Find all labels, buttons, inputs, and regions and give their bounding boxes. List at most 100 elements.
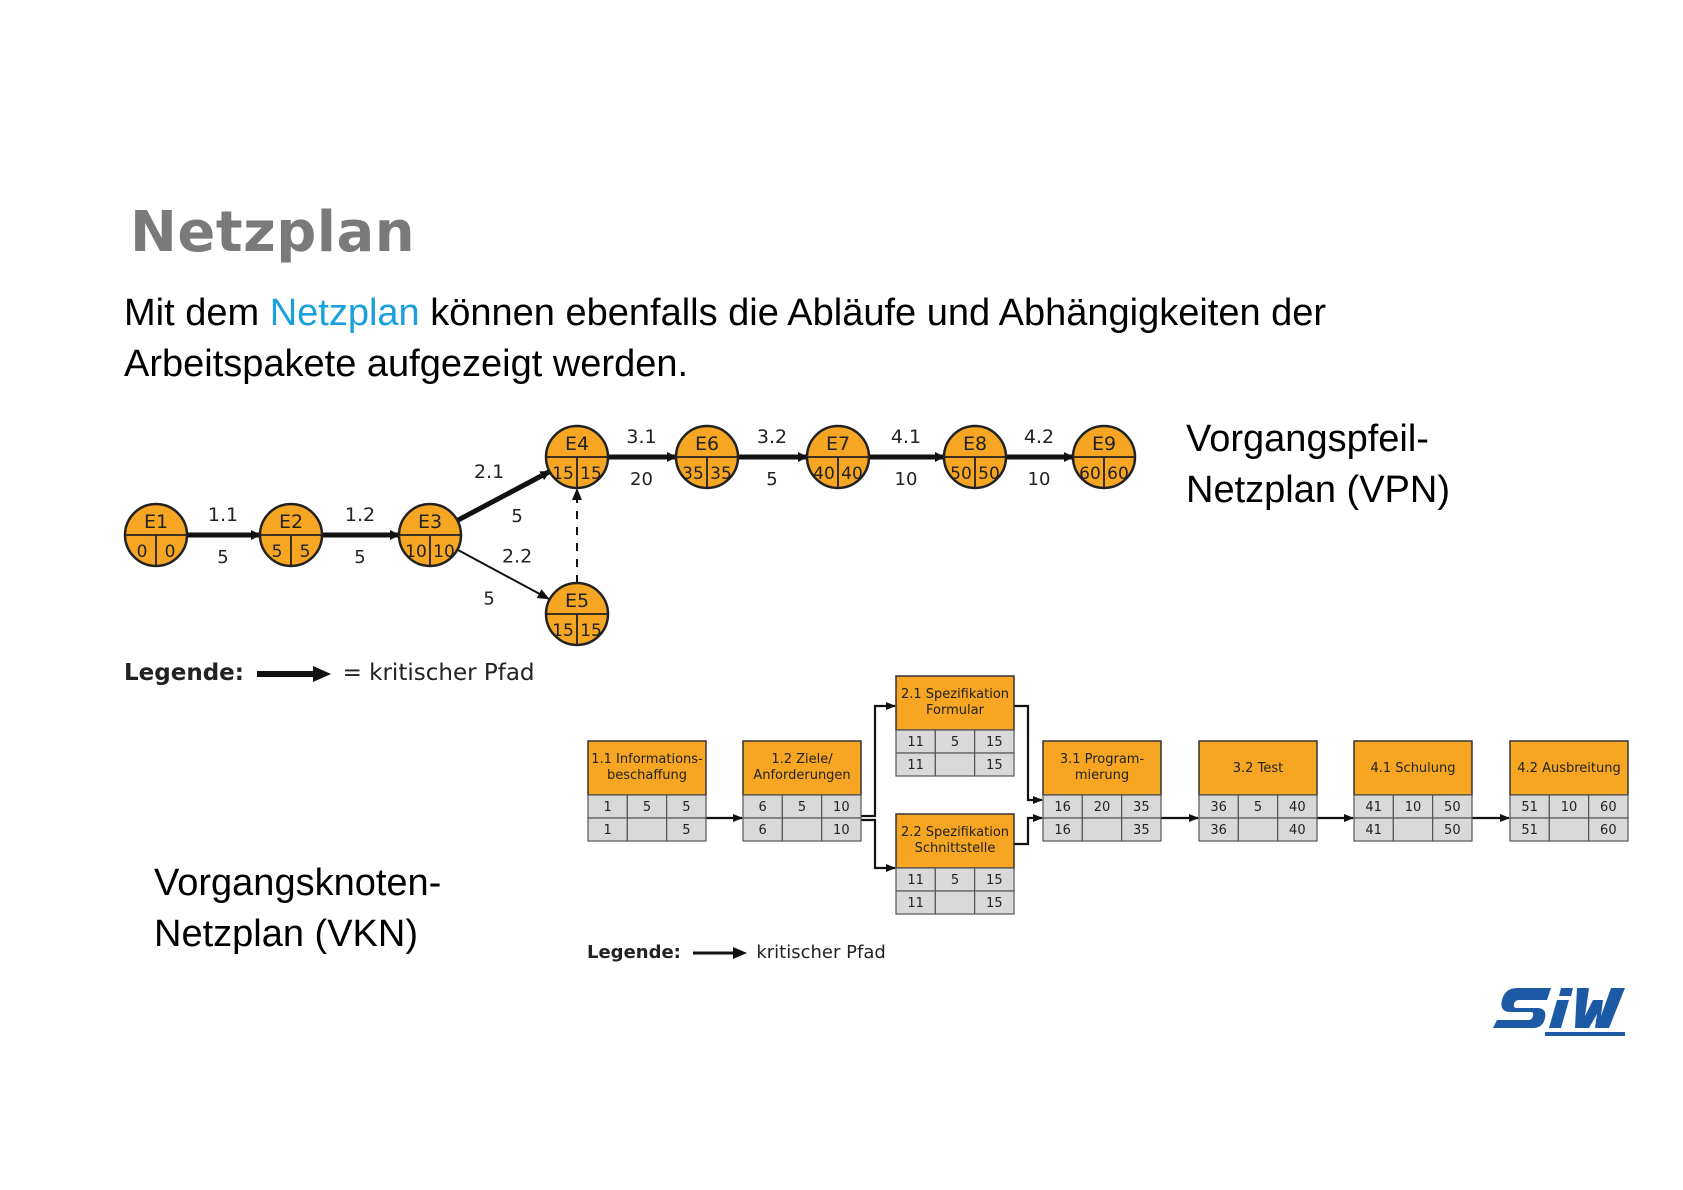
vpn-event-name: E3	[418, 511, 442, 533]
intro-after: können ebenfalls die Abläufe und Abhängi…	[124, 292, 1327, 385]
vpn-event-latest: 15	[580, 621, 602, 641]
vkn-connection-arrow	[861, 702, 896, 818]
vkn-node-cell-value: 5	[643, 800, 651, 815]
vkn-node-cell-value: 15	[986, 758, 1003, 773]
vkn-node-header	[587, 740, 707, 796]
vkn-connection-arrow	[1014, 814, 1043, 846]
vkn-label-line1: Vorgangsknoten-	[154, 862, 442, 904]
vpn-event-earliest: 10	[405, 542, 427, 562]
vkn-node-cell	[974, 752, 1015, 777]
vkn-node-cell-value: 10	[833, 800, 850, 815]
vpn-label: Vorgangspfeil- Netzplan (VPN)	[1186, 414, 1450, 516]
vkn-legend-label: Legende:	[587, 942, 681, 963]
vkn-node-title: 4.2 Ausbreitung	[1517, 761, 1620, 776]
vpn-event-earliest: 50	[950, 464, 972, 484]
vpn-activity-duration: 5	[217, 547, 228, 568]
vpn-event-latest: 5	[300, 542, 311, 562]
vpn-event-earliest: 15	[552, 621, 574, 641]
vkn-node-title: 2.1 Spezifikation	[901, 687, 1009, 702]
vkn-node-cell-value: 11	[907, 735, 924, 750]
vkn-legend: Legende: kritischer Pfad	[587, 942, 886, 963]
vkn-node-cell	[1392, 817, 1434, 842]
vkn-node-cell-value: 36	[1210, 823, 1227, 838]
vkn-node-cell-value: 1	[604, 800, 612, 815]
vkn-node-cell	[1588, 817, 1629, 842]
intro-before: Mit dem	[124, 292, 270, 334]
vpn-activity-duration: 5	[483, 588, 494, 609]
vpn-activity-name: 1.2	[345, 504, 375, 526]
vkn-node-title: mierung	[1075, 768, 1129, 783]
vpn-activity-duration: 10	[895, 469, 918, 490]
vpn-activity-name: 3.1	[626, 426, 656, 448]
vpn-event-E9: E9 60 60	[1071, 424, 1137, 490]
vkn-node-cell-value: 50	[1444, 823, 1461, 838]
vkn-node-cell	[626, 817, 668, 842]
vkn-node-cell-value: 11	[907, 758, 924, 773]
vkn-node-title: 3.2 Test	[1233, 761, 1283, 776]
vkn-node-cell	[934, 890, 976, 915]
vpn-activity-duration: 10	[1028, 469, 1051, 490]
vkn-node-cell-value: 15	[986, 896, 1003, 911]
vpn-event-name: E9	[1092, 433, 1116, 455]
vkn-node-cell	[666, 817, 707, 842]
vpn-label-line1: Vorgangspfeil-	[1186, 418, 1429, 460]
vpn-label-line2: Netzplan (VPN)	[1186, 469, 1450, 511]
vkn-node-title: 1.1 Informations-	[591, 752, 703, 767]
vkn-node-cell	[781, 817, 823, 842]
vpn-event-earliest: 5	[272, 542, 283, 562]
vpn-event-earliest: 60	[1079, 464, 1101, 484]
vpn-event-latest: 10	[433, 542, 455, 562]
vkn-node-cell	[934, 752, 976, 777]
vpn-activity-duration: 5	[354, 547, 365, 568]
vpn-activity-arrow-2.2	[456, 548, 550, 600]
vkn-node-cell	[1237, 817, 1279, 842]
vpn-event-latest: 15	[580, 464, 602, 484]
vkn-node-cell-value: 36	[1210, 800, 1227, 815]
page-title: Netzplan	[130, 200, 416, 265]
vkn-node-cell-value: 60	[1600, 823, 1617, 838]
vkn-node-title: beschaffung	[607, 768, 687, 783]
vkn-node-title: Schnittstelle	[915, 841, 996, 856]
vkn-node-cell-value: 10	[833, 823, 850, 838]
vkn-node-cell-value: 6	[759, 823, 767, 838]
vkn-node-cell	[1277, 817, 1318, 842]
vpn-activity-name: 4.1	[891, 426, 921, 448]
vkn-node-cell-value: 15	[986, 735, 1003, 750]
intro-text: Mit dem Netzplan können ebenfalls die Ab…	[124, 288, 1544, 390]
vkn-node-cell-value: 35	[1133, 823, 1150, 838]
vpn-event-latest: 60	[1107, 464, 1129, 484]
vkn-node-cell-value: 51	[1521, 823, 1538, 838]
vpn-event-latest: 35	[710, 464, 732, 484]
vpn-event-earliest: 0	[137, 542, 148, 562]
vkn-node-cell	[1432, 817, 1473, 842]
vkn-node-cell-value: 50	[1444, 800, 1461, 815]
vkn-connection-arrow	[1014, 704, 1043, 804]
vpn-event-earliest: 40	[813, 464, 835, 484]
vpn-event-latest: 40	[841, 464, 863, 484]
vkn-node-cell-value: 40	[1289, 823, 1306, 838]
vpn-event-latest: 50	[978, 464, 1000, 484]
vkn-node-title: 2.2 Spezifikation	[901, 825, 1009, 840]
vpn-event-latest: 0	[165, 542, 176, 562]
vkn-node-cell-value: 41	[1365, 823, 1382, 838]
vkn-node-cell	[1121, 817, 1162, 842]
vpn-event-name: E6	[695, 433, 719, 455]
vkn-node-cell-value: 40	[1289, 800, 1306, 815]
vkn-label: Vorgangsknoten- Netzplan (VKN)	[154, 858, 441, 960]
vpn-activity-arrow-2.1	[456, 469, 551, 523]
vpn-event-name: E5	[565, 590, 589, 612]
vpn-activity-name: 3.2	[757, 426, 787, 448]
vkn-node-header	[1509, 740, 1629, 796]
vpn-activity-duration: 5	[766, 469, 777, 490]
vkn-node-cell-value: 11	[907, 873, 924, 888]
critical-path-arrow-icon	[692, 947, 747, 959]
vkn-node-cell-value: 5	[951, 873, 959, 888]
